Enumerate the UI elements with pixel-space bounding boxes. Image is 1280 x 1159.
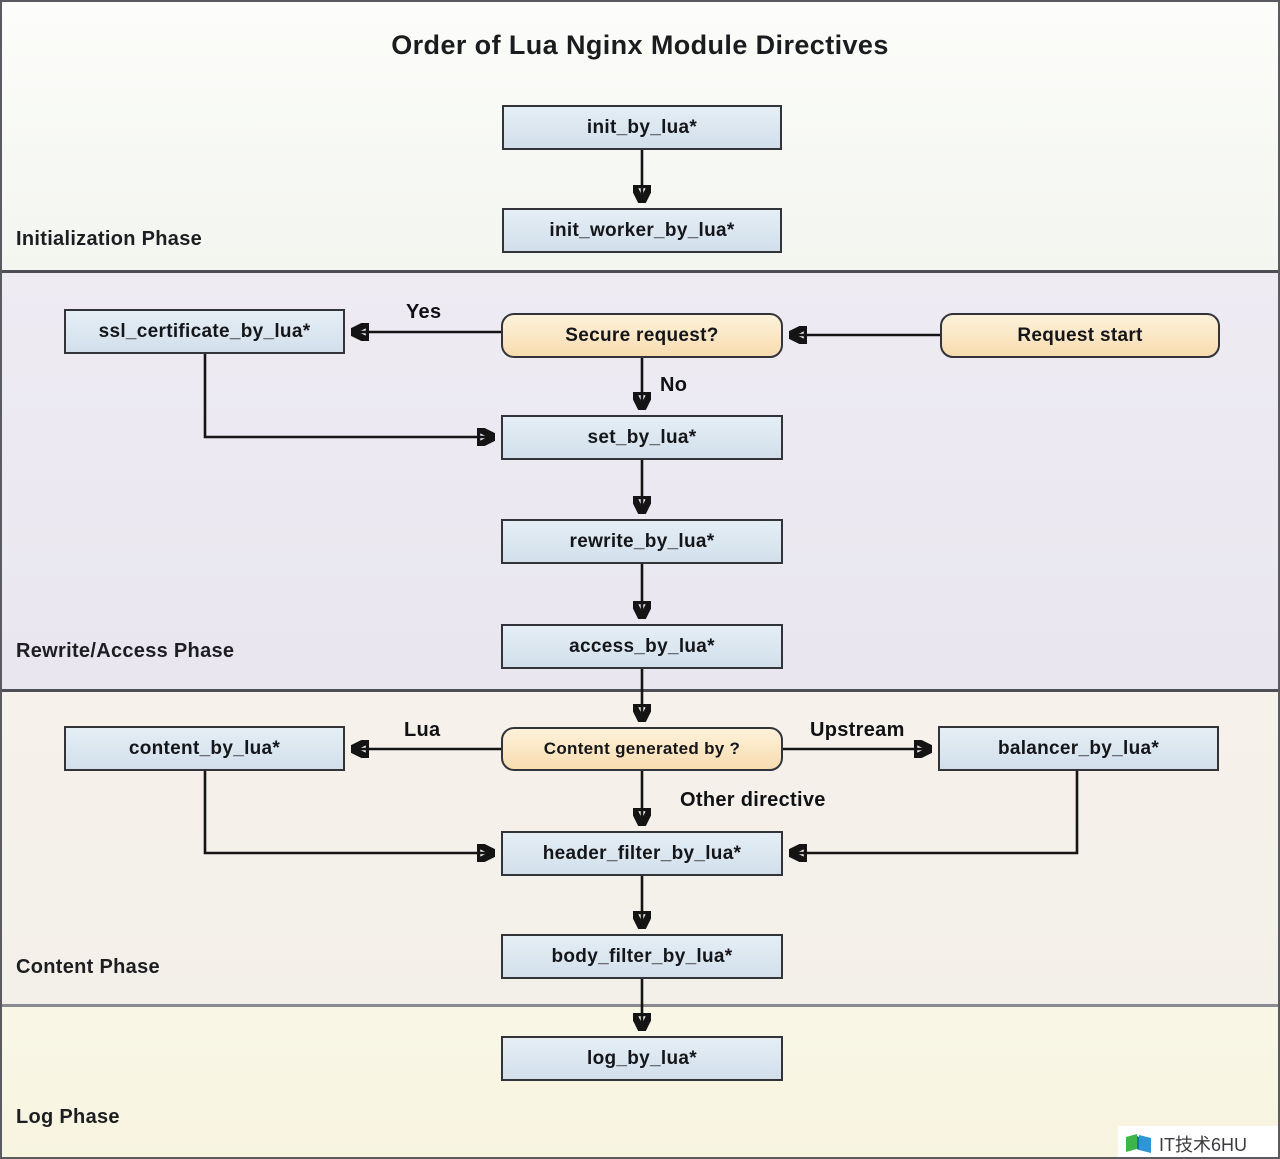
node-balancer-by-lua: balancer_by_lua* [938, 726, 1219, 771]
phase-label-rewrite-access: Rewrite/Access Phase [16, 640, 235, 662]
node-ssl-certificate-by-lua: ssl_certificate_by_lua* [64, 309, 345, 354]
phase-label-initialization: Initialization Phase [16, 228, 203, 250]
node-body-filter-by-lua: body_filter_by_lua* [501, 934, 783, 979]
node-init-by-lua: init_by_lua* [502, 105, 782, 150]
node-content-by-lua: content_by_lua* [64, 726, 345, 771]
node-init-worker-by-lua: init_worker_by_lua* [502, 208, 782, 253]
node-request-start: Request start [940, 313, 1220, 358]
edge-label-upstream: Upstream [810, 719, 905, 741]
edge-label-lua: Lua [404, 719, 441, 741]
watermark-text: IT技术6HU [1159, 1134, 1248, 1155]
edge-label-yes: Yes [406, 301, 442, 323]
watermark-logo-icon [1126, 1133, 1151, 1153]
diagram-title: Order of Lua Nginx Module Directives [391, 30, 889, 60]
node-rewrite-by-lua: rewrite_by_lua* [501, 519, 783, 564]
edge-label-no: No [660, 374, 688, 396]
phase-band-log [2, 1004, 1278, 1157]
phase-label-content: Content Phase [16, 956, 160, 978]
node-content-generated-by: Content generated by ? [501, 727, 783, 771]
phase-label-log: Log Phase [16, 1106, 120, 1128]
node-header-filter-by-lua: header_filter_by_lua* [501, 831, 783, 876]
node-access-by-lua: access_by_lua* [501, 624, 783, 669]
node-set-by-lua: set_by_lua* [501, 415, 783, 460]
node-log-by-lua: log_by_lua* [501, 1036, 783, 1081]
node-secure-request: Secure request? [501, 313, 783, 358]
edge-label-other-directive: Other directive [680, 789, 826, 811]
watermark: IT技术6HU [1118, 1126, 1278, 1157]
